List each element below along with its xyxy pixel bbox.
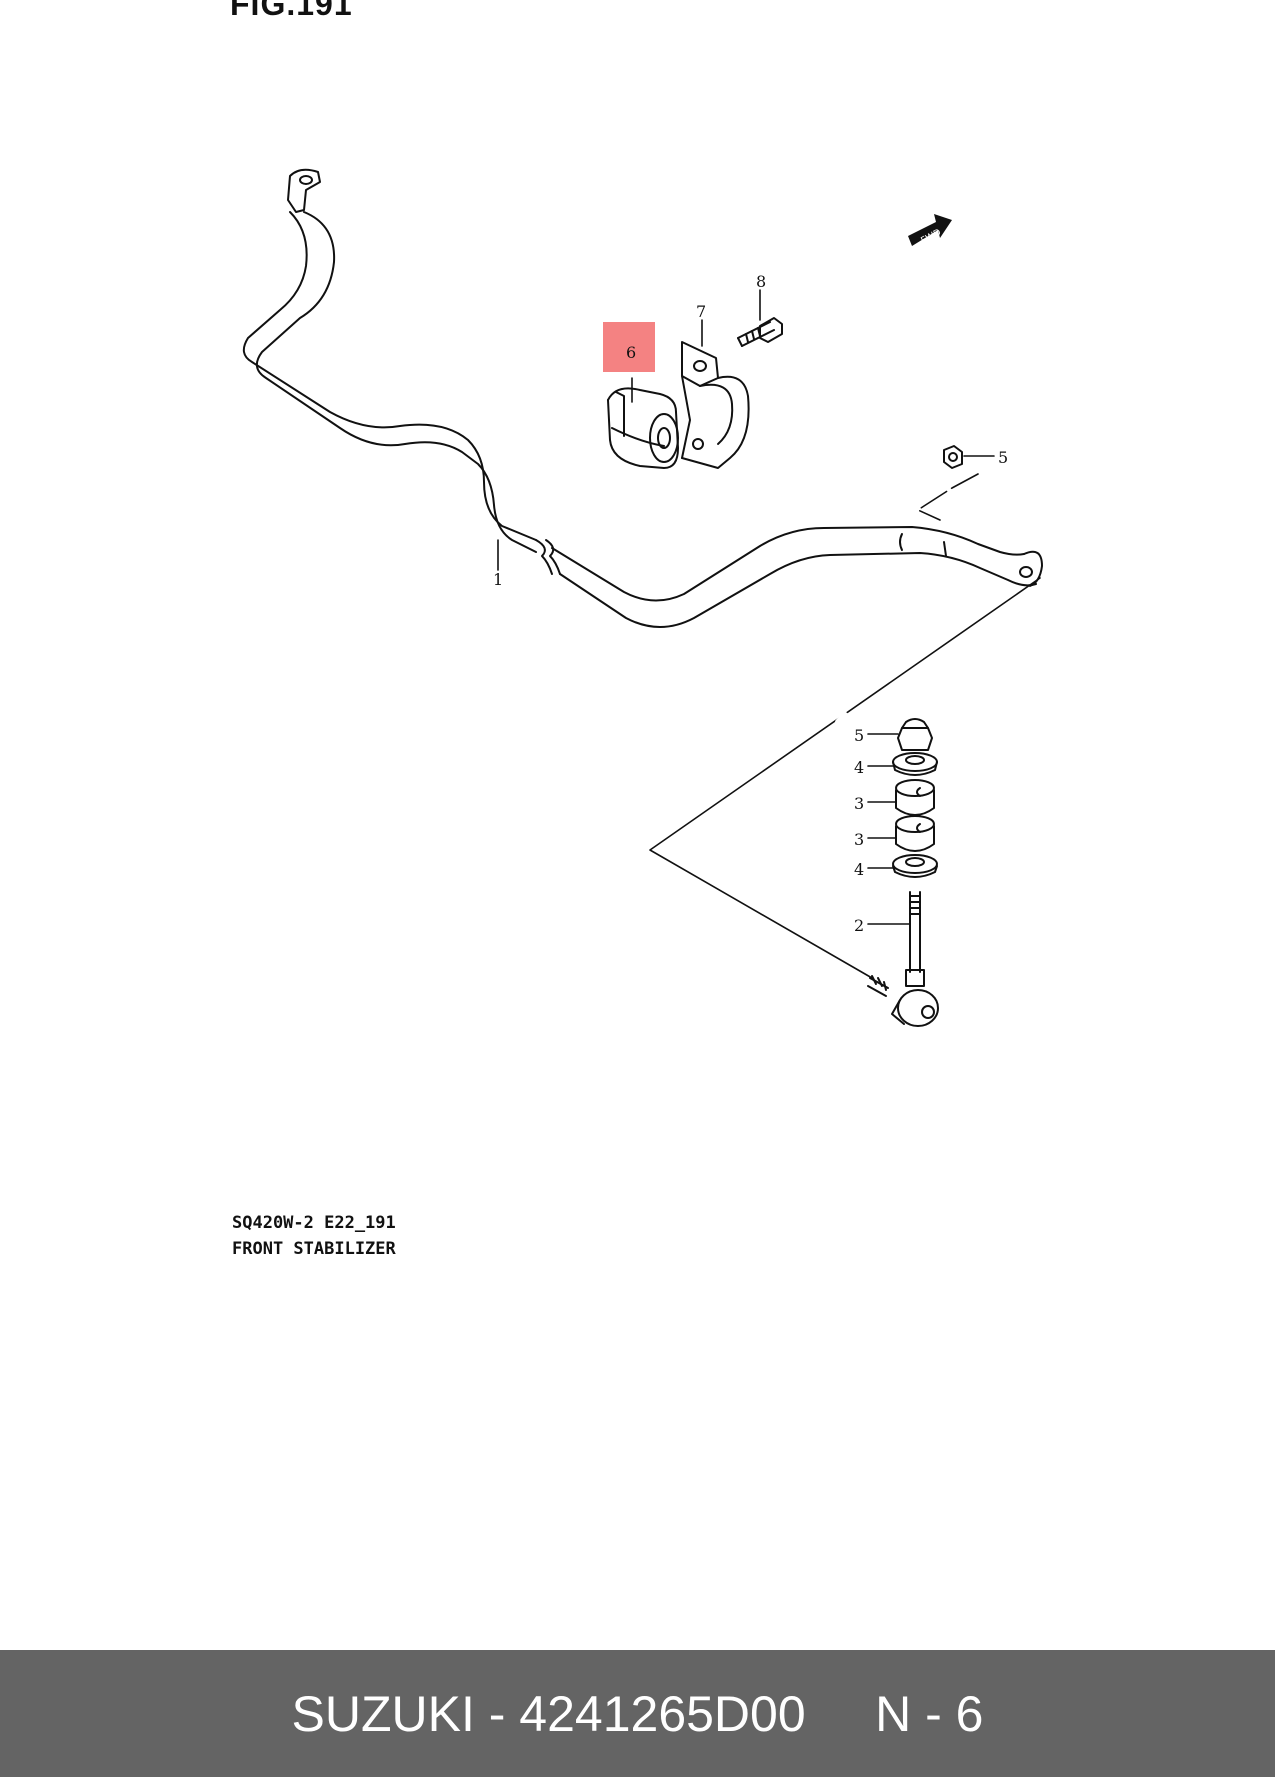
figure-title: FIG.191 [230, 0, 353, 22]
callout-5-link: 5 [854, 726, 864, 745]
bar-end-nut [943, 445, 963, 469]
fwd-arrow-icon: FWD [908, 214, 952, 246]
callout-2: 2 [854, 916, 864, 935]
callout-4-upper: 4 [854, 758, 864, 777]
footer-gap [806, 1685, 875, 1743]
diagram-description: FRONT STABILIZER [232, 1239, 396, 1259]
part-info-footer: SUZUKI - 4241265D00 N - 6 [0, 1650, 1275, 1777]
callout-4-lower: 4 [854, 860, 864, 879]
stabilizer-bar [242, 168, 1043, 628]
callout-3-upper: 3 [854, 794, 864, 813]
footer-brand: SUZUKI [291, 1685, 475, 1742]
diagram-code: SQ420W-2 E22_191 [232, 1213, 396, 1233]
callout-6: 6 [626, 343, 636, 362]
callout-leaders [497, 289, 995, 925]
leader-lines [649, 473, 1041, 979]
footer-part-number: 4241265D00 [519, 1685, 806, 1742]
stabilizer-bracket [681, 341, 750, 469]
callout-3-lower: 3 [854, 830, 864, 849]
stabilizer-link-assembly [867, 718, 939, 1027]
callout-5-top: 5 [998, 448, 1008, 467]
callout-8: 8 [756, 272, 766, 291]
bracket-bolt [737, 317, 783, 347]
stabilizer-bushing [607, 387, 679, 469]
footer-separator: - [474, 1685, 520, 1742]
front-stabilizer-diagram: FWD 1 6 7 8 5 5 4 3 3 4 2 [242, 168, 1043, 1027]
callout-7: 7 [696, 302, 706, 321]
footer-position: N - 6 [875, 1685, 984, 1742]
callout-1: 1 [493, 570, 503, 589]
highlight-box [603, 322, 655, 372]
